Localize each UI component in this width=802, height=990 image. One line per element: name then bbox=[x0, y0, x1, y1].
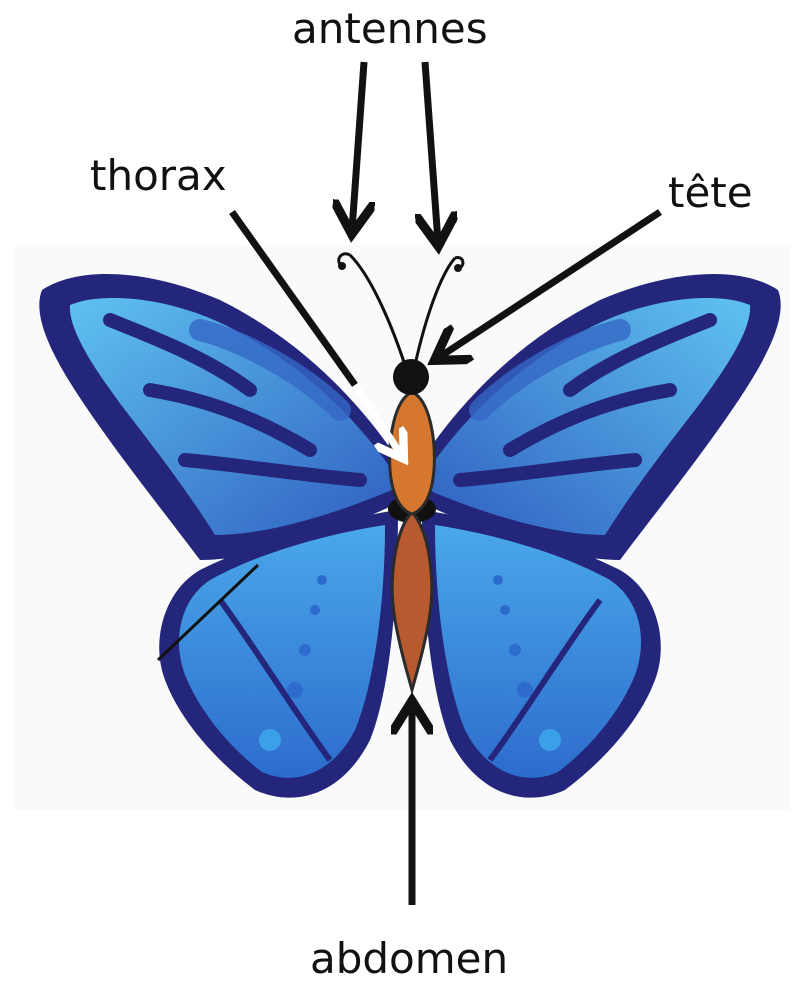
label-abdomen: abdomen bbox=[310, 938, 508, 980]
label-thorax: thorax bbox=[90, 155, 227, 197]
label-tete: tête bbox=[668, 172, 753, 214]
head-shape bbox=[393, 359, 429, 395]
antennes-arrow-right bbox=[425, 62, 438, 242]
antennes-arrow-left bbox=[352, 62, 364, 230]
label-antennes: antennes bbox=[292, 8, 488, 50]
